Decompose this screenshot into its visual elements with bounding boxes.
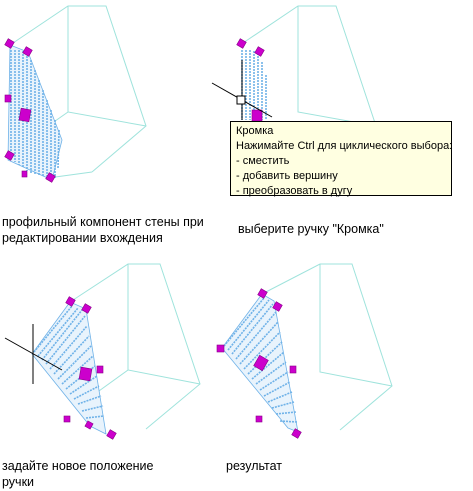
caption-new-grip-location: задайте новое положение ручки [2,459,154,489]
wireframe-box [261,263,393,431]
edge-grip-icon[interactable] [251,109,263,122]
tooltip-title: Кромка [236,125,274,137]
wall-model-view [4,5,147,183]
hatched-profile [241,50,267,120]
grip-tooltip: Кромка Нажимайте Ctrl для циклического в… [230,121,453,197]
edge-grip-icon[interactable] [18,107,32,123]
edge-grip-icon[interactable] [78,366,93,382]
caption-result: результат [226,459,283,473]
tooltip-option-add-vertex: - добавить вершину [236,170,338,182]
tooltip-option-convert-arc: - преобразовать в дугу [236,185,353,197]
grip-icon[interactable] [4,38,56,183]
wall-model-view [4,263,201,440]
wall-model-view [216,263,393,439]
grip-icon[interactable] [216,288,302,439]
hatched-profile [7,44,63,181]
tooltip-hint: Нажимайте Ctrl для циклического выбора: [236,140,453,152]
caption-profile-editing: профильный компонент стены при редактиро… [2,215,204,245]
edge-grip-icon[interactable] [253,354,269,372]
panel-profile-editing: профильный компонент стены при редактиро… [0,0,236,245]
tooltip-option-move: - сместить [236,155,290,167]
crosshair-cursor-icon [4,337,63,371]
hatched-profile [223,297,298,423]
hatched-profile [33,305,105,419]
grip-icon[interactable] [63,296,117,440]
pickbox-icon [236,95,246,105]
grip-icon[interactable] [236,38,265,57]
panel-new-grip-location: задайте новое положение ручки [0,246,236,491]
caption-select-edge-grip: выберите ручку "Кромка" [238,222,384,236]
panel-result: результат [216,246,472,491]
